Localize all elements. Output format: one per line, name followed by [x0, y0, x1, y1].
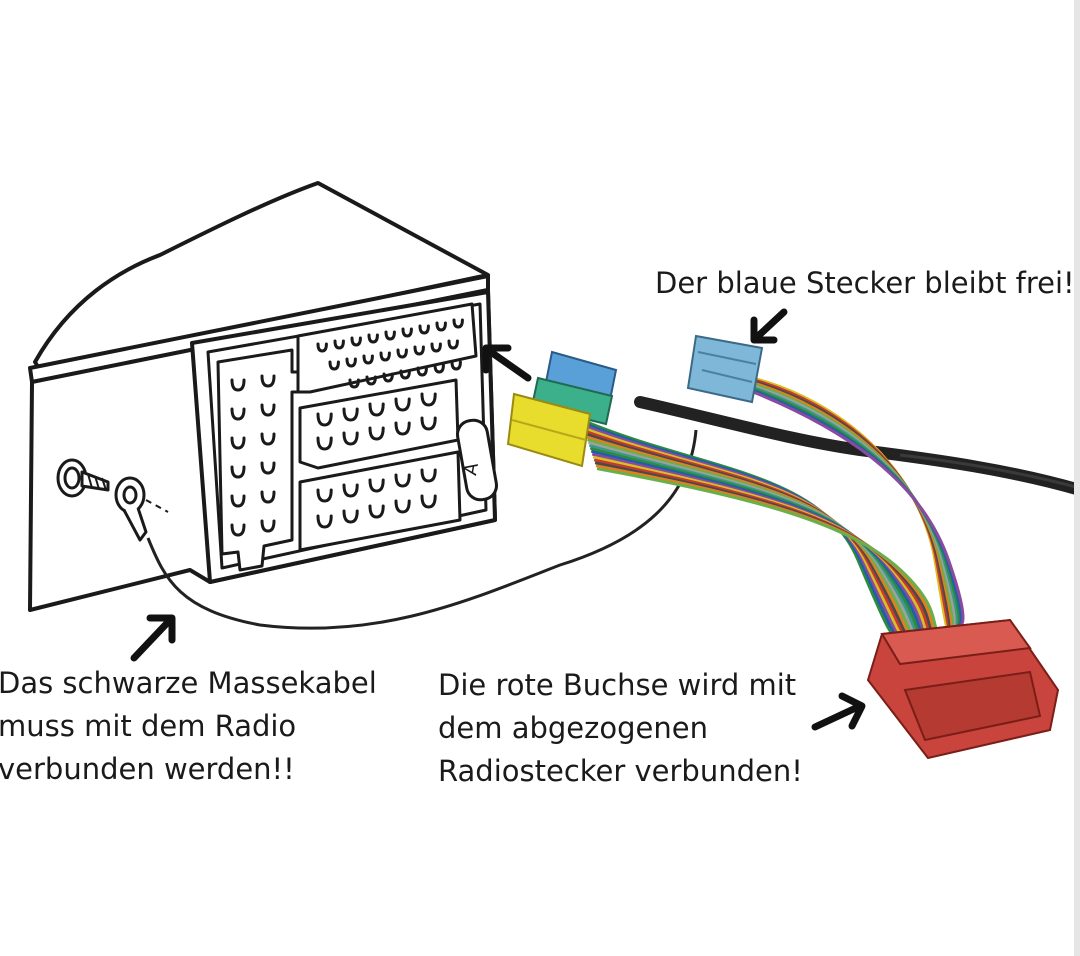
connector-pin — [420, 468, 437, 483]
yellow-plug — [506, 392, 592, 468]
connector-pin — [260, 490, 276, 504]
connector-pin — [401, 327, 413, 338]
label-line: Die rote Buchse wird mit — [438, 668, 797, 702]
ring-terminal — [114, 476, 169, 542]
connector-pin — [333, 339, 345, 350]
screw — [56, 458, 110, 498]
connector-pin — [260, 374, 276, 388]
arrow-to-blue-plug — [750, 308, 788, 344]
connector-pin — [452, 318, 464, 329]
arrows — [130, 308, 866, 731]
connector-pin — [342, 483, 359, 498]
connector-pin — [230, 523, 246, 537]
main-black-cable-tail — [899, 453, 1080, 490]
connector-pin — [418, 324, 430, 335]
connector-pin — [367, 333, 379, 344]
connector-pin — [342, 431, 359, 446]
connector-pin — [368, 478, 385, 493]
label-line: verbunden werden!! — [0, 752, 295, 786]
connector-pin — [368, 402, 385, 417]
wire-harness — [580, 376, 965, 642]
connector-pin — [230, 378, 246, 392]
connector-pin — [230, 436, 246, 450]
connector-pin — [394, 499, 411, 514]
connector-pin — [316, 514, 333, 529]
connector-pin — [260, 519, 276, 533]
connector-pin — [342, 407, 359, 422]
connector-pin — [394, 473, 411, 488]
connector-pin — [368, 426, 385, 441]
connector-pin — [394, 421, 411, 436]
connector-pin — [316, 488, 333, 503]
connector-pin — [362, 354, 374, 365]
connector-pins — [230, 318, 464, 537]
connector-pin — [420, 494, 437, 509]
connector-pin — [316, 436, 333, 451]
radio-unit — [28, 181, 498, 612]
connector-pin — [394, 397, 411, 412]
ground-cable — [146, 429, 698, 630]
connector-pin — [230, 465, 246, 479]
arrow-to-ground-cable — [130, 614, 176, 662]
connector-pin — [316, 412, 333, 427]
connector-pin — [260, 403, 276, 417]
connector-pin — [328, 360, 340, 371]
connector-pin — [348, 378, 360, 389]
connector-pin — [230, 494, 246, 508]
connector-pin — [230, 407, 246, 421]
label-line: muss mit dem Radio — [0, 709, 297, 743]
red-socket — [866, 618, 1060, 760]
connector-pin — [450, 360, 462, 371]
connector-pin — [350, 336, 362, 347]
left-pin-block — [216, 348, 300, 572]
arrow-to-radio-connector — [482, 344, 532, 382]
connector-pin — [260, 461, 276, 475]
label-red-socket: Die rote Buchse wird mit dem abgezogenen… — [438, 664, 803, 793]
connector-pin — [413, 345, 425, 356]
connector-pin — [399, 369, 411, 380]
light-blue-plug — [686, 334, 764, 404]
connector-pin — [382, 372, 394, 383]
connector-pin — [447, 339, 459, 350]
connector-pin — [420, 392, 437, 407]
connector-pin — [433, 363, 445, 374]
connector-pin — [260, 432, 276, 446]
lower-pin-block — [298, 450, 462, 552]
connector-pin — [379, 351, 391, 362]
connector-pin — [435, 321, 447, 332]
connector-pin — [416, 366, 428, 377]
connector-pin — [368, 504, 385, 519]
green-plug — [530, 376, 614, 426]
label-line: Radiostecker verbunden! — [438, 754, 803, 788]
slot-a-letter: A — [460, 460, 483, 476]
connector-pin — [316, 342, 328, 353]
connector-pin — [420, 416, 437, 431]
harness-wire — [596, 467, 951, 642]
middle-pin-block — [298, 378, 460, 470]
connector-pin — [430, 342, 442, 353]
connector-pin — [396, 348, 408, 359]
radio-housing-top — [33, 181, 490, 372]
label-blue-plug: Der blaue Stecker bleibt frei! — [655, 262, 1075, 305]
arrow-to-red-socket — [811, 692, 866, 731]
label-line: dem abgezogenen — [438, 711, 708, 745]
label-line: Das schwarze Massekabel — [0, 666, 377, 700]
connector-pin — [365, 375, 377, 386]
slot-a-frame — [456, 418, 498, 502]
connector-pin — [342, 509, 359, 524]
connector-pin — [384, 330, 396, 341]
label-ground-cable: Das schwarze Massekabel muss mit dem Rad… — [0, 662, 377, 791]
label-line: Der blaue Stecker bleibt frei! — [655, 266, 1075, 300]
right-edge-strip — [1074, 0, 1080, 956]
connector-pin — [345, 357, 357, 368]
